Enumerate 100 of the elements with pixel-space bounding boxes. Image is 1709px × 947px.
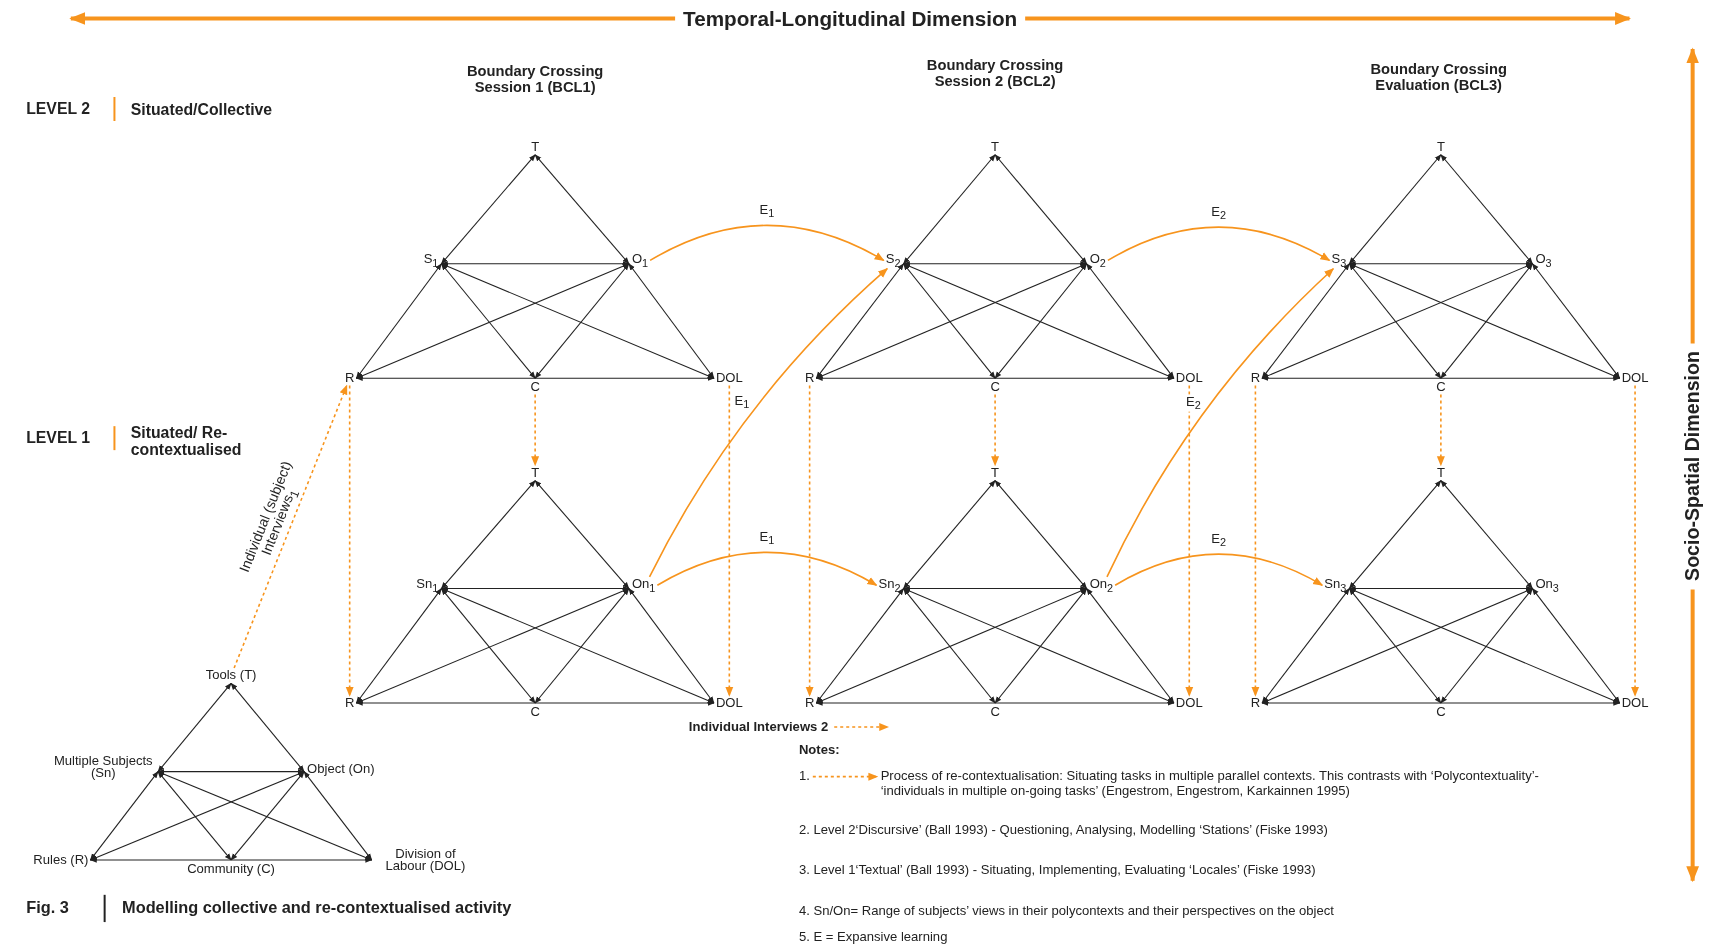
double-arrow: [1261, 263, 1350, 379]
note: 2. Level 2‘Discursive’ (Ball 1993) - Questioning, Analysing, Modelling ‘Stations’ (Fiske 1993): [798, 822, 1329, 838]
curved-arrow: [649, 224, 885, 262]
vertex-label: Object (On): [304, 761, 377, 776]
edge-label: E$_{1}$: [734, 394, 750, 411]
double-arrow: [440, 588, 536, 704]
double-arrow: [1261, 375, 1621, 381]
double-arrow: [355, 375, 715, 381]
vertex-label: R: [1248, 371, 1263, 386]
edge-label: E$_{2}$: [1186, 394, 1201, 412]
dashed-arrow: [991, 393, 1000, 467]
double-arrow: [230, 682, 305, 773]
vertex-label: S$_{3}$: [1329, 252, 1350, 269]
dashed-arrow: [1436, 393, 1445, 467]
level-label: LEVEL 1: [26, 429, 90, 447]
vertex-label: T: [1434, 465, 1447, 481]
double-arrow: [1261, 700, 1621, 706]
double-arrow: [1348, 585, 1534, 592]
column-heading: Boundary Crossing Session 1 (BCL1): [465, 63, 605, 96]
vertex-label: Sn$_{3}$: [1322, 576, 1350, 594]
double-arrow: [440, 263, 715, 379]
double-arrow: [1348, 263, 1621, 379]
double-arrow: [1086, 588, 1175, 704]
double-arrow: [903, 588, 996, 704]
double-arrow: [440, 480, 536, 590]
vertex-label: R: [342, 371, 357, 386]
edge-label: E$_{1}$: [759, 530, 775, 547]
double-arrow: [1348, 260, 1534, 267]
double-arrow: [1348, 588, 1442, 704]
double-arrow: [157, 682, 232, 773]
notes-heading: Notes:: [798, 743, 840, 758]
figure-number: Fig. 3: [26, 898, 69, 917]
double-arrow: [355, 700, 715, 706]
double-arrow: [355, 588, 442, 704]
double-arrow: [1531, 588, 1621, 704]
double-arrow: [1440, 154, 1533, 265]
double-arrow: [902, 263, 1175, 379]
column-heading: Boundary Crossing Evaluation (BCL3): [1369, 61, 1508, 94]
double-arrow: [534, 588, 630, 704]
vertex-label: C: [988, 378, 1002, 395]
double-arrow: [1348, 588, 1621, 704]
double-arrow: [902, 588, 1175, 704]
double-arrow: [1348, 154, 1442, 265]
vertex-label: Community (C): [185, 859, 277, 877]
vertex-label: O$_{1}$: [628, 252, 651, 269]
double-arrow: [815, 375, 1175, 381]
double-arrow: [1086, 263, 1175, 379]
double-arrow: [534, 263, 630, 379]
curved-arrow: [1107, 226, 1331, 262]
vertex-label: On$_{2}$: [1086, 576, 1116, 594]
vertex-label: Tools (T): [203, 668, 259, 684]
curved-arrow: [1106, 267, 1335, 578]
vertex-label: Rules (R): [31, 852, 91, 868]
double-arrow: [534, 480, 630, 590]
vertex-label: DOL: [713, 371, 745, 386]
vertex-label: C: [988, 703, 1002, 720]
vertex-label: T: [529, 139, 542, 155]
double-arrow: [994, 480, 1088, 590]
vertex-label: C: [1434, 378, 1448, 395]
double-arrow: [440, 585, 630, 592]
note-number: 1.: [798, 769, 810, 784]
double-arrow: [815, 588, 905, 704]
curved-arrow: [648, 267, 889, 578]
edge-label: E$_{2}$: [1211, 531, 1227, 549]
double-arrow: [994, 588, 1088, 704]
axis-label: Temporal-Longitudinal Dimension: [683, 7, 1018, 30]
double-arrow: [994, 263, 1088, 379]
vertex-label: DOL: [1619, 695, 1651, 711]
vertex-label: C: [528, 378, 542, 395]
dashed-arrow: [531, 393, 540, 467]
vertex-label: S$_{1}$: [421, 252, 442, 269]
level-description: Situated/Collective: [130, 101, 273, 119]
double-arrow: [1261, 588, 1534, 704]
note: 5. E = Expansive learning: [798, 929, 948, 945]
vertex-label: Division of Labour (DOL): [371, 847, 480, 873]
double-arrow: [903, 480, 996, 590]
double-arrow: [1348, 263, 1442, 379]
vertex-label: On$_{1}$: [628, 576, 658, 594]
dashed-arrow: [805, 384, 814, 697]
double-arrow: [628, 263, 715, 379]
double-arrow: [628, 588, 715, 704]
vertex-label: R: [1248, 695, 1263, 711]
note: 3. Level 1‘Textual’ (Ball 1993) - Situating, Implementing, Evaluating ‘Locales’ (Fiske 1993): [798, 863, 1317, 878]
dashed-arrow: [1185, 384, 1194, 697]
double-arrow: [903, 154, 996, 265]
vertex-label: R: [802, 695, 817, 711]
double-arrow: [440, 154, 536, 265]
double-arrow: [230, 771, 305, 861]
double-arrow: [157, 771, 232, 861]
double-arrow: [1261, 588, 1350, 704]
double-arrow: [89, 771, 159, 861]
dashed-arrow: [1631, 384, 1640, 697]
double-arrow: [355, 263, 442, 379]
double-arrow: [440, 588, 715, 704]
double-arrow: [902, 260, 1088, 267]
double-arrow: [994, 154, 1088, 265]
vertex-label: Sn$_{2}$: [876, 576, 904, 594]
double-arrow: [440, 260, 630, 267]
vertex-label: Multiple Subjects (Sn): [49, 754, 159, 780]
double-arrow: [157, 771, 373, 861]
